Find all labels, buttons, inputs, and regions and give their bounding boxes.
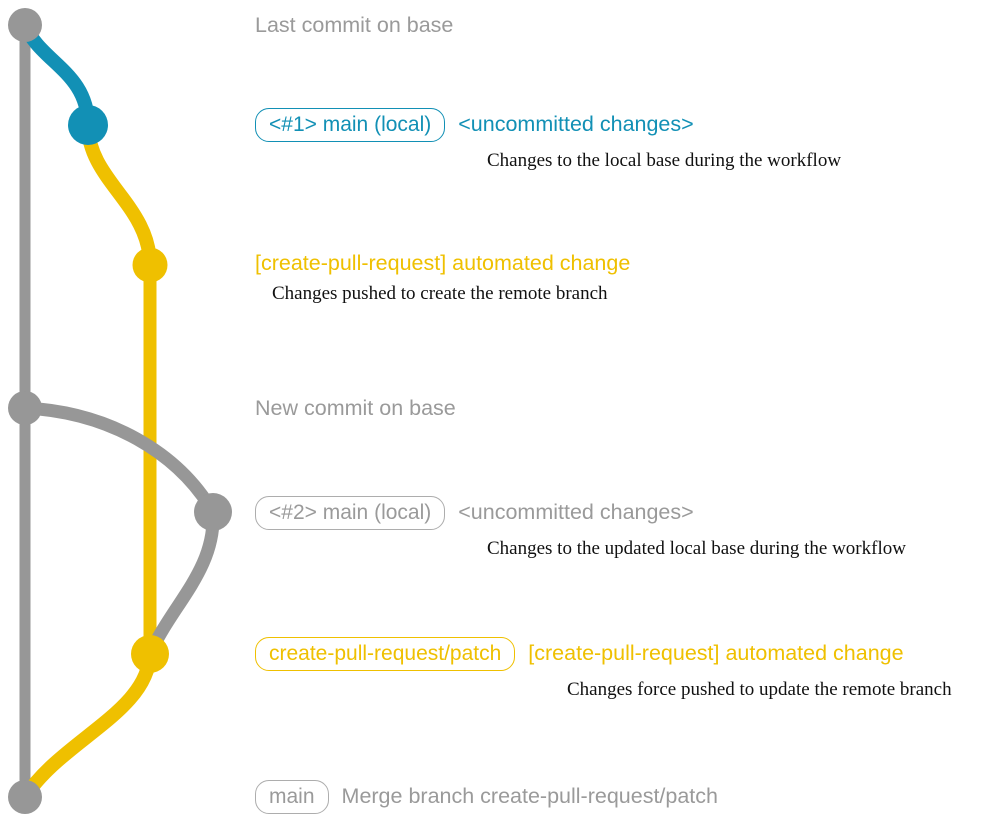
commit-node-patch-2[interactable] [131, 635, 169, 673]
headline-patch-2: create-pull-request/patch [create-pull-r… [255, 637, 952, 671]
commit-node-local-1[interactable] [68, 105, 108, 145]
edge-base-new-to-local-2 [18, 401, 220, 519]
headline-merge: main Merge branch create-pull-request/pa… [255, 780, 718, 814]
commit-node-local-2[interactable] [194, 493, 232, 531]
annotation-patch-2: create-pull-request/patch [create-pull-r… [255, 637, 952, 701]
headline-patch-1: [create-pull-request] automated change [255, 251, 631, 275]
edge-local-2-to-patch-2 [143, 505, 220, 661]
commit-subject-merge: Merge branch create-pull-request/patch [341, 784, 718, 809]
ref-pill-local-2[interactable]: <#2> main (local) [255, 496, 446, 530]
commit-note-patch-1: Changes pushed to create the remote bran… [272, 282, 608, 304]
commit-subject-patch-1: [create-pull-request] automated change [255, 251, 631, 275]
ref-pill-local-1[interactable]: <#1> main (local) [255, 108, 446, 142]
commit-node-base-new[interactable] [8, 391, 42, 425]
commit-subject-base-new: New commit on base [255, 396, 456, 420]
commit-note-local-2: Changes to the updated local base during… [487, 538, 906, 559]
commit-node-patch-1[interactable] [132, 247, 168, 283]
commit-subject-local-2: <uncommitted changes> [458, 500, 694, 525]
commit-node-merge[interactable] [8, 780, 42, 814]
commit-subject-base-last: Last commit on base [255, 13, 454, 37]
ref-pill-patch-2[interactable]: create-pull-request/patch [255, 637, 516, 671]
headline-local-2: <#2> main (local) <uncommitted changes> [255, 496, 906, 530]
edge-local-1-to-patch-1 [81, 118, 157, 272]
commit-node-base-last[interactable] [8, 8, 42, 42]
annotation-local-1: <#1> main (local) <uncommitted changes> … [255, 108, 841, 172]
edge-patch-2-to-merge [18, 647, 157, 804]
ref-pill-merge[interactable]: main [255, 780, 329, 814]
commit-subject-local-1: <uncommitted changes> [458, 112, 694, 137]
commit-note-local-1: Changes to the local base during the wor… [487, 150, 842, 171]
annotation-merge: main Merge branch create-pull-request/pa… [255, 780, 718, 814]
annotation-patch-1: [create-pull-request] automated change C… [255, 251, 631, 305]
commit-note-patch-2: Changes force pushed to update the remot… [567, 679, 952, 700]
annotation-local-2: <#2> main (local) <uncommitted changes> … [255, 496, 906, 560]
headline-local-1: <#1> main (local) <uncommitted changes> [255, 108, 841, 142]
commit-subject-patch-2: [create-pull-request] automated change [528, 641, 904, 666]
